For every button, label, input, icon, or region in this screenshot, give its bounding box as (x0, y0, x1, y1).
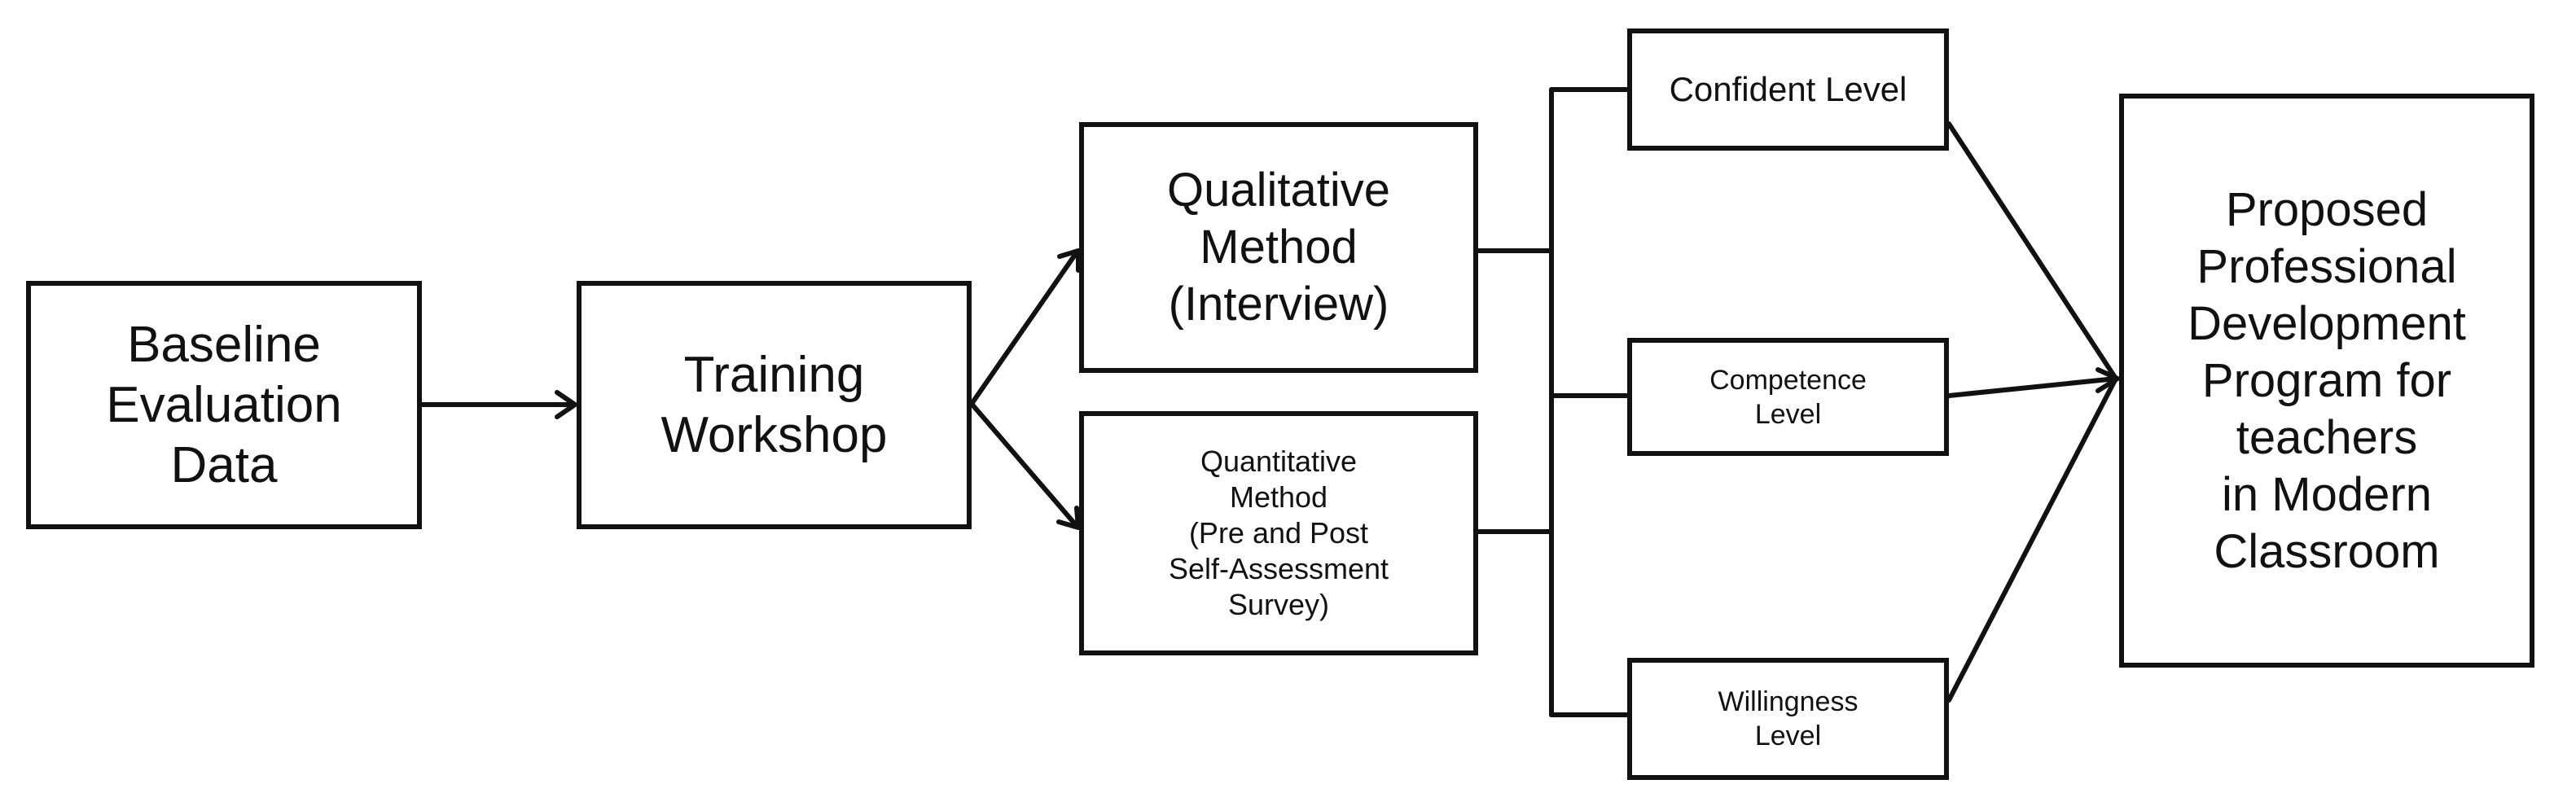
arrowhead-qualitative (1057, 248, 1081, 273)
training-workshop-box: Training Workshop (577, 281, 972, 529)
connector-willingness-to-program (1946, 376, 2118, 703)
qualitative-method-label: Qualitative Method (Interview) (1166, 164, 1391, 331)
baseline-evaluation-data-box: Baseline Evaluation Data (26, 281, 422, 529)
qualitative-method-box: Qualitative Method (Interview) (1079, 122, 1478, 373)
professional-development-program-label: Proposed Professional Development Progra… (2188, 182, 2466, 578)
quantitative-method-label: Quantitative Method (Pre and Post Self-A… (1168, 445, 1389, 621)
connector-confident-to-program (1946, 121, 2118, 381)
training-workshop-label: Training Workshop (660, 346, 888, 463)
professional-development-program-box: Proposed Professional Development Progra… (2119, 94, 2534, 668)
connector-training-to-quantitative (969, 401, 1079, 528)
competence-level-label: Competence Level (1709, 364, 1867, 430)
competence-level-box: Competence Level (1627, 338, 1949, 456)
willingness-level-label: Willingness Level (1718, 686, 1858, 751)
quantitative-method-box: Quantitative Method (Pre and Post Self-A… (1079, 411, 1478, 655)
confident-level-box: Confident Level (1627, 28, 1949, 151)
willingness-level-box: Willingness Level (1627, 658, 1949, 780)
baseline-evaluation-data-label: Baseline Evaluation Data (106, 316, 342, 493)
confident-level-label: Confident Level (1669, 70, 1907, 108)
arrowhead-training (555, 390, 577, 419)
arrowhead-program (2095, 367, 2120, 393)
arrowhead-quantitative (1056, 506, 1081, 530)
connector-competence-to-program (1946, 376, 2118, 398)
connector-training-to-qualitative (969, 250, 1079, 406)
